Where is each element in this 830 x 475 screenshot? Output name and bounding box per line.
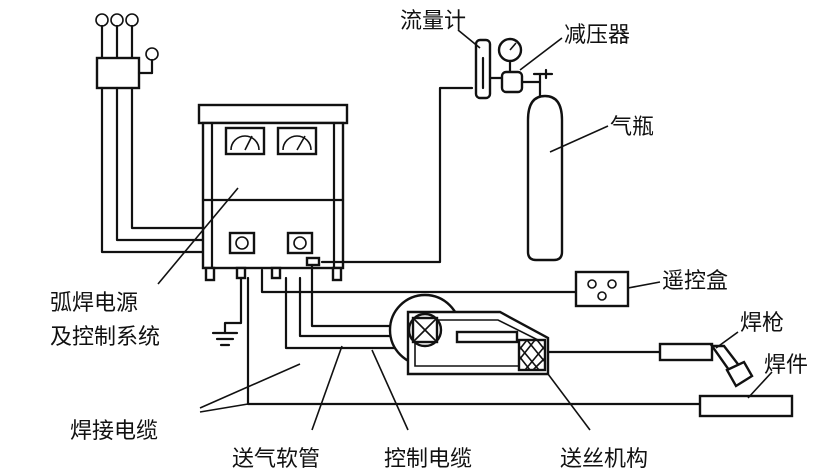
control-cable-line: [298, 276, 402, 338]
label-gas-cylinder: 气瓶: [610, 115, 654, 140]
ammeter-icon: [224, 126, 266, 156]
workpiece-icon: [698, 394, 794, 418]
label-flowmeter: 流量计: [400, 9, 466, 34]
label-welding-cable: 焊接电缆: [70, 419, 158, 444]
label-pressure-reducer: 减压器: [564, 23, 630, 48]
label-power-source-line1: 弧焊电源: [50, 291, 138, 316]
label-wire-feeder: 送丝机构: [560, 447, 648, 472]
gun-nozzle-icon: [725, 360, 754, 388]
switch-box: [95, 56, 141, 90]
pressure-reducer-icon: [500, 70, 524, 94]
label-power-source-line2: 及控制系统: [50, 325, 160, 350]
ground-terminal-icon: [145, 47, 159, 61]
label-welding-gun: 焊枪: [740, 311, 784, 336]
gas-supply: [320, 37, 564, 264]
label-workpiece: 焊件: [764, 353, 808, 378]
wire-feeder: [388, 293, 550, 376]
output-terminal-left: [228, 231, 256, 255]
remote-control-box: [260, 268, 630, 308]
voltmeter-icon: [276, 126, 318, 156]
label-remote-box: 遥控盒: [662, 269, 728, 294]
leader-lines: [157, 29, 773, 431]
output-terminal-right: [286, 231, 314, 255]
welding-gun: [546, 342, 754, 388]
label-gas-hose: 送气软管: [232, 447, 320, 472]
power-supply-input: [95, 13, 210, 254]
gas-cylinder-icon: [526, 94, 564, 262]
arc-welding-power-source: [197, 103, 349, 282]
label-control-cable: 控制电缆: [384, 447, 472, 472]
gas-hose-line: [284, 276, 402, 350]
ground-icon: [211, 276, 243, 347]
